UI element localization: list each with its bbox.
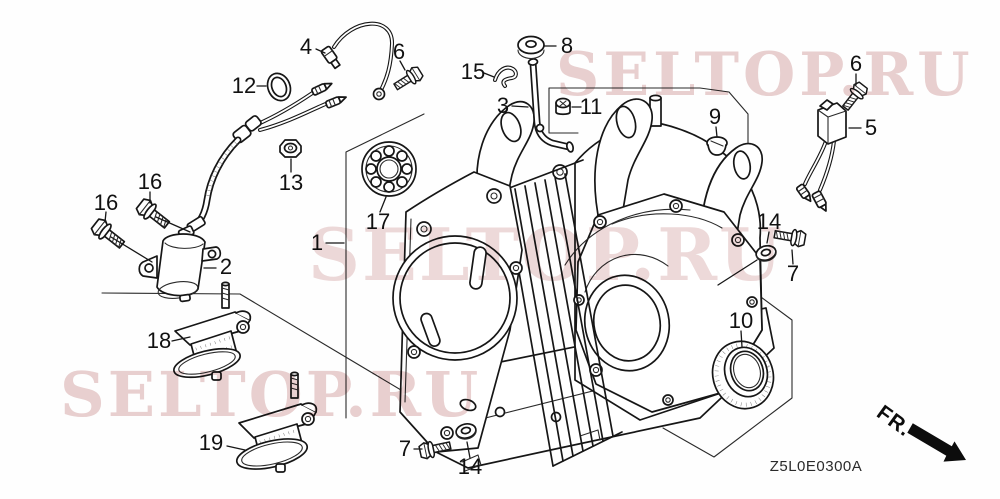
callout-label-7-21: 7: [398, 436, 412, 461]
part-3-breather-tube-drawing: [527, 58, 575, 153]
part-1-cylinder-block-drawing: [392, 94, 775, 472]
callout-label-4-0: 4: [299, 34, 313, 59]
part-6-bolt-a: [390, 64, 425, 95]
part-18-engine-mount-drawing: [173, 281, 252, 381]
part-13-nut-drawing: [279, 139, 302, 158]
part-16-bolt-a: [133, 195, 174, 233]
part-11-grommet-drawing: [555, 97, 571, 116]
part-5-oil-alert-unit-drawing: [795, 99, 847, 212]
callout-label-8-3: 8: [560, 33, 574, 58]
cooling-fins: [503, 159, 623, 467]
part-12-oring-drawing: [266, 72, 292, 102]
part-6-bolt-b: [838, 79, 870, 114]
callout-label-19-20: 19: [198, 430, 224, 455]
callout-label-7-17: 7: [786, 261, 800, 286]
callout-label-1-14: 1: [310, 230, 324, 255]
callout-label-11-6: 11: [579, 94, 603, 119]
fr-direction-arrow: [907, 423, 966, 462]
callout-label-18-19: 18: [146, 328, 172, 353]
callout-label-5-9: 5: [864, 115, 878, 140]
callout-label-14-22: 14: [457, 454, 483, 479]
part-17-bearing-drawing: [361, 141, 417, 197]
callout-label-14-16: 14: [756, 209, 782, 234]
callout-label-6-8: 6: [849, 51, 863, 76]
callout-label-2-15: 2: [219, 254, 233, 279]
group-frame-lines: [101, 87, 793, 458]
part-8-grommet-drawing: [517, 35, 545, 60]
callout-label-16-11: 16: [137, 169, 163, 194]
drawing-code: Z5L0E0300A: [769, 458, 863, 475]
part-16-bolt-b: [88, 215, 129, 253]
callout-label-16-12: 16: [93, 190, 119, 215]
part-2-oil-switch-assembly-drawing: [138, 82, 347, 303]
callout-label-10-18: 10: [728, 308, 754, 333]
part-10-oil-seal-drawing: [711, 340, 775, 410]
callout-label-17-13: 17: [365, 209, 391, 234]
callout-label-6-2: 6: [392, 39, 406, 64]
callout-label-13-10: 13: [278, 170, 304, 195]
callout-label-12-1: 12: [231, 73, 257, 98]
leader-lines: [104, 45, 862, 459]
callout-label-9-7: 9: [708, 104, 722, 129]
callout-label-15-4: 15: [460, 59, 486, 84]
part-15-clip-drawing: [493, 65, 518, 88]
part-19-engine-mount-drawing: [235, 371, 318, 473]
part-9-cap-drawing: [706, 136, 728, 156]
part-4-wire-sensor-drawing: [320, 21, 395, 101]
callout-label-3-5: 3: [496, 93, 510, 118]
